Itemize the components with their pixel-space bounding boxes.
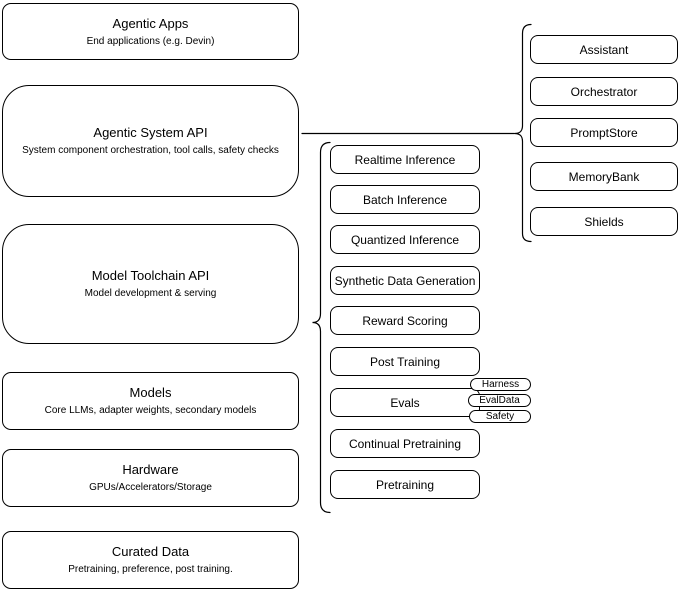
tag-harness-label: Harness xyxy=(481,379,520,390)
node-reward-scoring: Reward Scoring xyxy=(330,306,480,335)
node-hardware-subtitle: GPUs/Accelerators/Storage xyxy=(89,482,212,493)
node-agentic-system-api: Agentic System API System component orch… xyxy=(2,85,299,197)
node-continual-pretraining-label: Continual Pretraining xyxy=(348,436,462,451)
node-batch-inference-label: Batch Inference xyxy=(362,192,448,207)
node-shields: Shields xyxy=(530,207,678,236)
node-evals: Evals xyxy=(330,388,480,417)
node-model-toolchain-api: Model Toolchain API Model development & … xyxy=(2,224,299,344)
node-model-toolchain-api-title: Model Toolchain API xyxy=(91,268,210,283)
tag-safety-label: Safety xyxy=(485,411,515,422)
node-hardware-title: Hardware xyxy=(122,462,179,477)
node-agentic-system-api-subtitle: System component orchestration, tool cal… xyxy=(22,145,279,156)
node-models-title: Models xyxy=(129,385,172,400)
node-agentic-apps-title: Agentic Apps xyxy=(112,15,189,31)
node-pretraining: Pretraining xyxy=(330,470,480,499)
tag-evaldata-label: EvalData xyxy=(479,395,520,406)
node-post-training-label: Post Training xyxy=(369,354,441,369)
node-quantized-inference-label: Quantized Inference xyxy=(350,232,460,247)
node-pretraining-label: Pretraining xyxy=(375,477,435,492)
node-memorybank-label: MemoryBank xyxy=(568,169,640,184)
brace-system-components xyxy=(514,23,532,243)
node-orchestrator-label: Orchestrator xyxy=(570,84,638,99)
node-realtime-inference-label: Realtime Inference xyxy=(354,152,456,167)
tag-harness: Harness xyxy=(470,378,531,391)
node-curated-data-subtitle: Pretraining, preference, post training. xyxy=(68,564,233,575)
node-hardware: Hardware GPUs/Accelerators/Storage xyxy=(2,449,299,507)
node-evals-label: Evals xyxy=(390,395,420,410)
node-agentic-apps: Agentic Apps End applications (e.g. Devi… xyxy=(2,3,299,60)
node-post-training: Post Training xyxy=(330,347,480,376)
tag-safety: Safety xyxy=(469,410,531,423)
node-agentic-apps-subtitle: End applications (e.g. Devin) xyxy=(86,35,215,47)
node-realtime-inference: Realtime Inference xyxy=(330,145,480,174)
node-batch-inference: Batch Inference xyxy=(330,185,480,214)
node-quantized-inference: Quantized Inference xyxy=(330,225,480,254)
brace-toolchain-items xyxy=(312,141,331,514)
node-promptstore: PromptStore xyxy=(530,118,678,147)
node-curated-data: Curated Data Pretraining, preference, po… xyxy=(2,531,299,589)
node-promptstore-label: PromptStore xyxy=(570,125,638,140)
node-assistant: Assistant xyxy=(530,35,678,64)
node-models: Models Core LLMs, adapter weights, secon… xyxy=(2,372,299,430)
node-curated-data-title: Curated Data xyxy=(111,544,190,559)
node-reward-scoring-label: Reward Scoring xyxy=(362,313,448,328)
tag-evaldata: EvalData xyxy=(468,394,531,407)
node-synthetic-data-generation: Synthetic Data Generation xyxy=(330,266,480,295)
node-model-toolchain-api-subtitle: Model development & serving xyxy=(84,288,217,299)
node-agentic-system-api-title: Agentic System API xyxy=(93,125,208,140)
node-assistant-label: Assistant xyxy=(579,42,629,57)
node-memorybank: MemoryBank xyxy=(530,162,678,191)
node-models-subtitle: Core LLMs, adapter weights, secondary mo… xyxy=(44,405,257,416)
node-continual-pretraining: Continual Pretraining xyxy=(330,429,480,458)
node-orchestrator: Orchestrator xyxy=(530,77,678,106)
node-synthetic-data-generation-label: Synthetic Data Generation xyxy=(334,273,476,288)
node-shields-label: Shields xyxy=(584,214,624,229)
